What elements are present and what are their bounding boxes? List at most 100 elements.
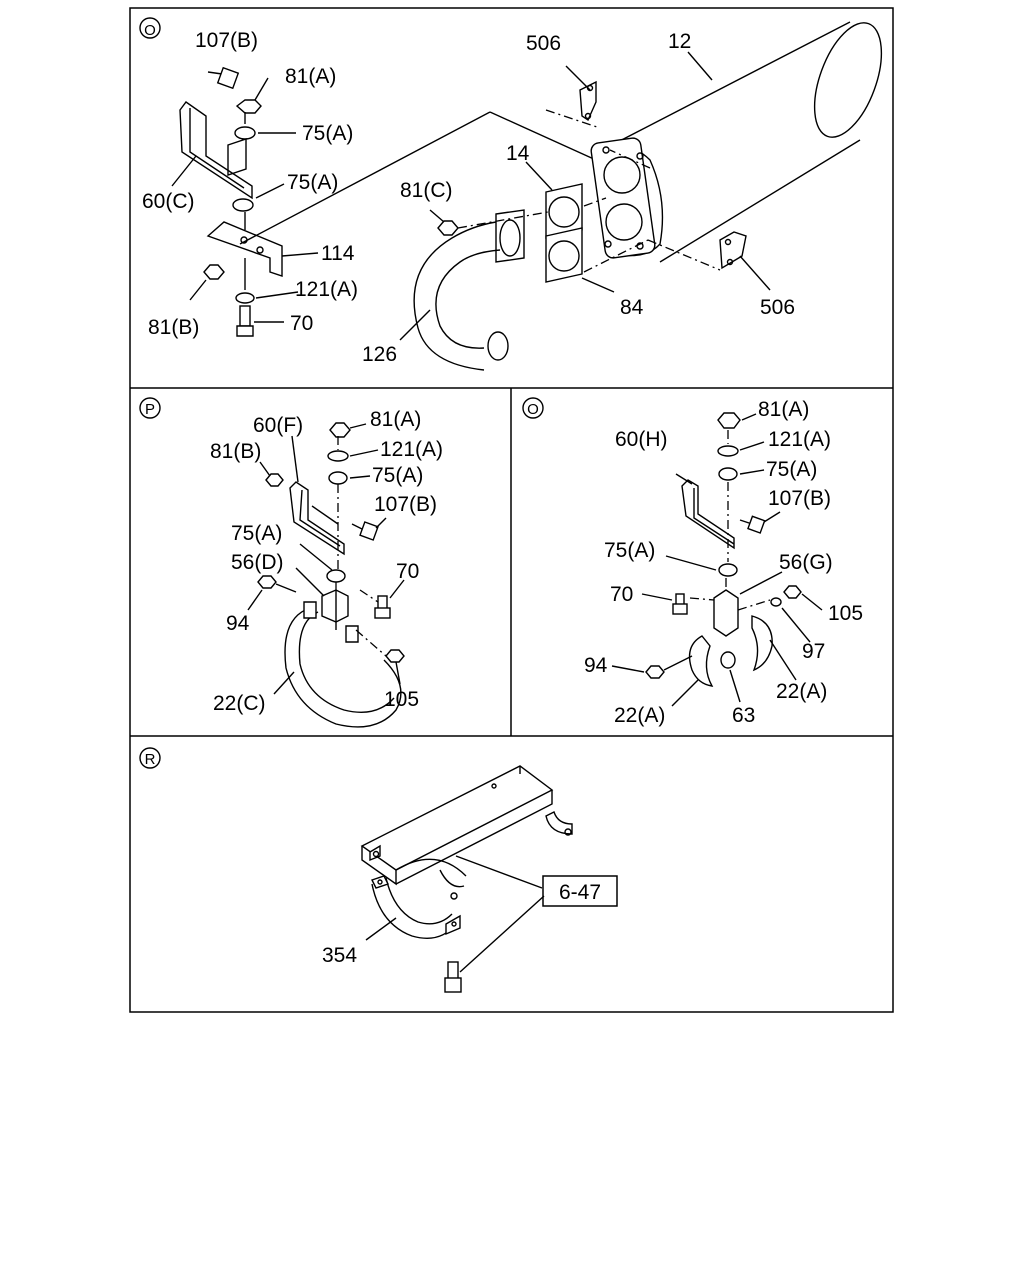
callout-105: 105 xyxy=(828,602,863,625)
clamp-22a-left xyxy=(688,635,714,687)
washer-121a xyxy=(327,450,349,462)
bolt-94 xyxy=(257,575,297,593)
callout-70: 70 xyxy=(396,560,419,583)
callout-81c: 81(C) xyxy=(400,179,453,202)
callout-75a-lower: 75(A) xyxy=(287,171,338,194)
nut-81b xyxy=(203,264,225,280)
plate-114 xyxy=(206,221,283,277)
callout-12: 12 xyxy=(668,30,691,53)
section-marker-o-right: O xyxy=(522,397,544,419)
section-o-top: O xyxy=(139,17,883,371)
callout-506-top: 506 xyxy=(526,32,561,55)
callout-81a: 81(A) xyxy=(758,398,809,421)
exhaust-pipe-126 xyxy=(413,209,525,371)
leaders-r xyxy=(365,855,545,973)
section-r: R xyxy=(139,747,618,993)
reference-box-6-47 xyxy=(542,875,618,907)
bracket-56g xyxy=(713,589,739,637)
cross-member xyxy=(360,765,573,888)
leaders-p xyxy=(247,423,405,695)
washer-75a-upper xyxy=(328,471,348,485)
callout-121a: 121(A) xyxy=(380,438,443,461)
callout-107b: 107(B) xyxy=(195,29,258,52)
nut-81c xyxy=(437,220,459,236)
callout-114: 114 xyxy=(321,242,355,265)
nut-81b xyxy=(265,473,284,487)
svg-text:O: O xyxy=(527,401,539,418)
bracket-60f xyxy=(289,481,345,556)
callout-22a-right: 22(A) xyxy=(776,680,827,703)
washer-121a xyxy=(235,292,255,304)
callout-63: 63 xyxy=(732,704,755,727)
gasket-84 xyxy=(545,227,583,283)
clamp-band-22c xyxy=(284,601,402,728)
callout-75a-upper: 75(A) xyxy=(766,458,817,481)
bracket-506-bottom xyxy=(719,231,747,270)
bolt-107b xyxy=(207,66,240,90)
callout-506-bottom: 506 xyxy=(760,296,795,319)
callout-105: 105 xyxy=(384,688,419,711)
callout-107b: 107(B) xyxy=(768,487,831,510)
bolt-r xyxy=(444,961,462,993)
bracket-506-top xyxy=(579,80,597,122)
section-o-right: O xyxy=(522,397,863,727)
callout-81b: 81(B) xyxy=(210,440,261,463)
callout-126: 126 xyxy=(362,343,397,366)
muffler-12 xyxy=(590,21,883,263)
section-p: P xyxy=(139,397,443,728)
nut-105 xyxy=(783,585,802,599)
bracket-60h xyxy=(681,479,735,550)
bolt-94 xyxy=(645,655,693,679)
callout-14: 14 xyxy=(506,142,530,165)
callout-354: 354 xyxy=(322,944,357,967)
callout-75a-upper: 75(A) xyxy=(302,122,353,145)
clamp-22a-right xyxy=(751,615,773,672)
callout-60f: 60(F) xyxy=(253,414,303,437)
callout-75a-lower: 75(A) xyxy=(604,539,655,562)
callout-70: 70 xyxy=(610,583,633,606)
nut-81a xyxy=(235,99,262,114)
diagram-frame xyxy=(129,7,894,1013)
callout-94: 94 xyxy=(226,612,250,635)
washer-75a-lower xyxy=(326,569,346,583)
spacer-63 xyxy=(720,651,736,669)
svg-text:O: O xyxy=(144,22,156,39)
callout-60h: 60(H) xyxy=(615,428,668,451)
stud-70 xyxy=(672,593,688,615)
callout-6-47: 6-47 xyxy=(559,881,601,904)
callout-22c: 22(C) xyxy=(213,692,266,715)
washer-75a-lower xyxy=(232,198,254,212)
callout-107b: 107(B) xyxy=(374,493,437,516)
bolt-107b xyxy=(351,521,379,541)
washer-75a-upper xyxy=(718,467,738,481)
callout-60c: 60(C) xyxy=(142,190,195,213)
washer-121a xyxy=(717,445,739,457)
washer-97 xyxy=(770,597,782,607)
strap-354 xyxy=(371,875,461,939)
stud-70 xyxy=(374,595,391,619)
stud-70 xyxy=(236,305,254,337)
leaders-o-top xyxy=(171,77,597,323)
callout-56d: 56(D) xyxy=(231,551,284,574)
svg-text:R: R xyxy=(145,751,156,768)
section-marker-p: P xyxy=(139,397,161,419)
section-marker-r: R xyxy=(139,747,161,769)
callout-56g: 56(G) xyxy=(779,551,833,574)
bolt-107b xyxy=(739,515,766,534)
callout-94: 94 xyxy=(584,654,608,677)
bracket-56d xyxy=(321,589,349,630)
callout-81a: 81(A) xyxy=(370,408,421,431)
callout-81a: 81(A) xyxy=(285,65,336,88)
callout-84: 84 xyxy=(620,296,644,319)
leaders-o-top-right xyxy=(399,51,771,341)
nut-81a xyxy=(717,412,741,429)
callout-75a-upper: 75(A) xyxy=(372,464,423,487)
callout-121a: 121(A) xyxy=(768,428,831,451)
washer-75a-upper xyxy=(234,126,256,140)
svg-text:P: P xyxy=(145,401,155,418)
nut-81a xyxy=(329,422,351,438)
bracket-60c xyxy=(179,101,253,200)
section-marker-o-top: O xyxy=(139,17,161,39)
nut-105 xyxy=(385,649,405,663)
